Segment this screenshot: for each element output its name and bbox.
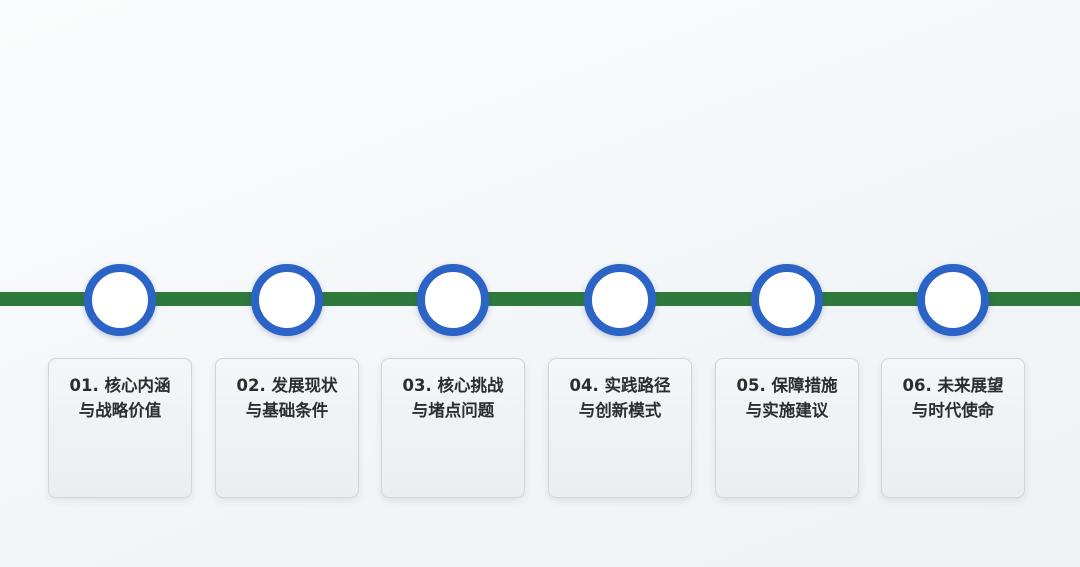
step-title-line1: 01. 核心内涵 xyxy=(69,376,171,395)
step-title-line1: 02. 发展现状 xyxy=(236,376,338,395)
step-title-line2: 与创新模式 xyxy=(578,401,662,420)
step-title-line2: 与堵点问题 xyxy=(411,401,495,420)
step-title-line1: 06. 未来展望 xyxy=(902,376,1004,395)
step-card-4: 04. 实践路径 与创新模式 xyxy=(548,358,692,498)
step-card-2: 02. 发展现状 与基础条件 xyxy=(215,358,359,498)
step-card-6: 06. 未来展望 与时代使命 xyxy=(881,358,1025,498)
step-title-line2: 与战略价值 xyxy=(78,401,162,420)
step-title-line2: 与时代使命 xyxy=(911,401,995,420)
step-card-1: 01. 核心内涵 与战略价值 xyxy=(48,358,192,498)
step-title-line2: 与基础条件 xyxy=(245,401,329,420)
step-title-line1: 05. 保障措施 xyxy=(736,376,838,395)
timeline-node-6 xyxy=(917,264,989,336)
step-title-line2: 与实施建议 xyxy=(745,401,829,420)
timeline-node-2 xyxy=(251,264,323,336)
step-title-line1: 04. 实践路径 xyxy=(569,376,671,395)
timeline-node-4 xyxy=(584,264,656,336)
timeline-node-3 xyxy=(417,264,489,336)
timeline-node-5 xyxy=(751,264,823,336)
step-title-line1: 03. 核心挑战 xyxy=(402,376,504,395)
timeline-node-1 xyxy=(84,264,156,336)
step-card-3: 03. 核心挑战 与堵点问题 xyxy=(381,358,525,498)
step-card-5: 05. 保障措施 与实施建议 xyxy=(715,358,859,498)
